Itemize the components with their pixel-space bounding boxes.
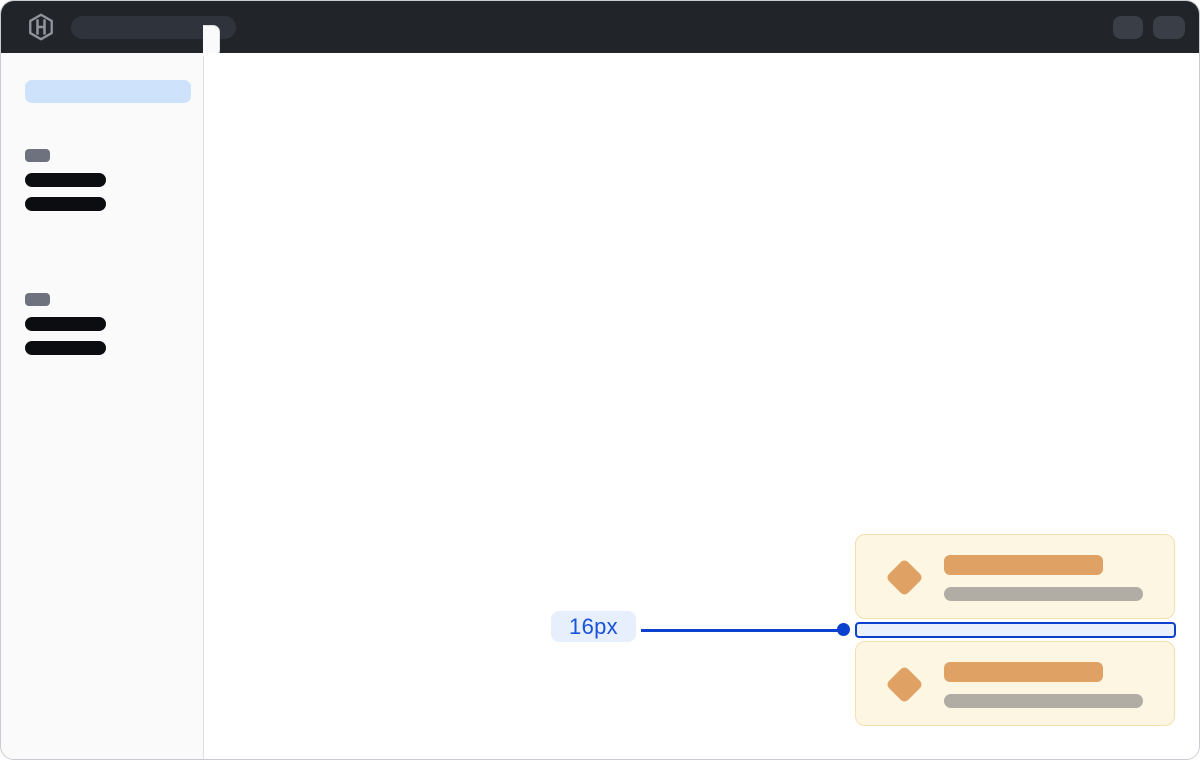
sidebar-group-2	[25, 293, 106, 355]
hashicorp-logo-icon	[29, 13, 53, 41]
card[interactable]	[855, 534, 1175, 619]
sidebar-section-label	[25, 293, 50, 306]
sidebar-selected-item[interactable]	[25, 80, 191, 103]
spacing-measure-line	[641, 629, 838, 632]
sidebar-nav-item[interactable]	[25, 197, 106, 211]
diamond-icon	[885, 558, 924, 597]
header-action-button-2[interactable]	[1153, 16, 1185, 39]
sidebar-nav-item[interactable]	[25, 317, 106, 331]
top-nav-bar	[1, 1, 1199, 53]
sidebar-group-1	[25, 149, 106, 211]
sidebar-nav-item[interactable]	[25, 341, 106, 355]
sidebar	[1, 53, 204, 759]
card-title-placeholder	[944, 555, 1103, 575]
header-search-placeholder[interactable]	[71, 16, 236, 39]
header-action-button-1[interactable]	[1113, 16, 1143, 39]
card-subtitle-placeholder	[944, 587, 1143, 601]
spacing-measure-rect	[855, 622, 1176, 638]
diamond-icon	[885, 665, 924, 704]
card-title-placeholder	[944, 662, 1103, 682]
sidebar-nav-item[interactable]	[25, 173, 106, 187]
spacing-measure-dot	[837, 623, 850, 636]
card-subtitle-placeholder	[944, 694, 1143, 708]
spacing-measure-label: 16px	[551, 611, 636, 642]
card[interactable]	[855, 641, 1175, 726]
sidebar-section-label	[25, 149, 50, 162]
